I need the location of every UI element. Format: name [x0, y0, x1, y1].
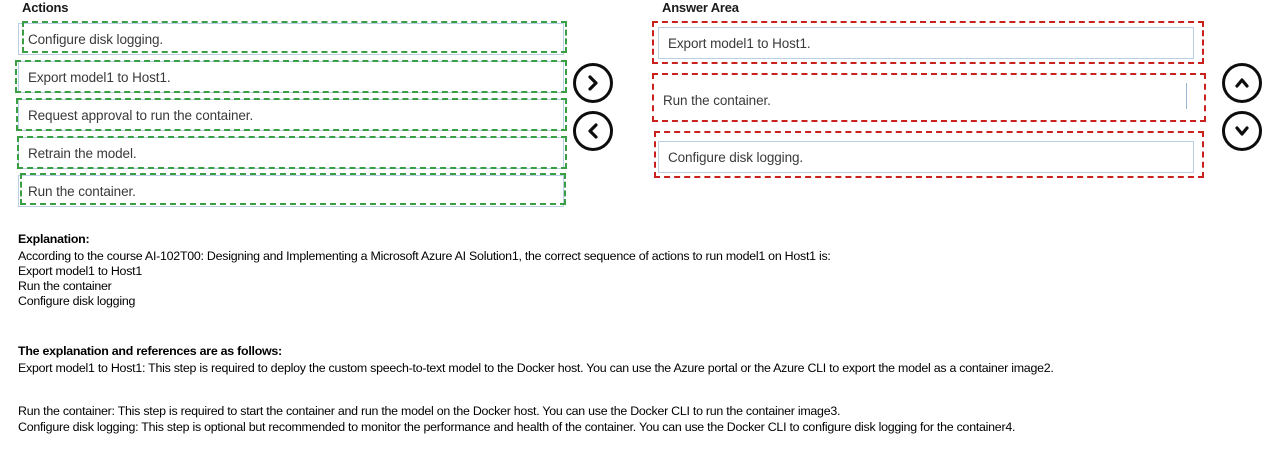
chevron-down-icon — [1235, 126, 1249, 136]
chevron-up-icon — [1235, 78, 1249, 88]
answer-item-label: Export model1 to Host1. — [668, 35, 811, 51]
move-up-button[interactable] — [1222, 63, 1262, 103]
text-cursor-caret — [1186, 83, 1187, 109]
actions-column-header: Actions — [22, 0, 69, 15]
explanation-intro: According to the course AI-102T00: Desig… — [18, 249, 831, 263]
references-heading: The explanation and references are as fo… — [18, 344, 282, 358]
action-item-label: Run the container. — [28, 183, 136, 199]
action-item-run-container[interactable]: Run the container. — [18, 175, 564, 207]
move-right-button[interactable] — [573, 63, 613, 103]
action-item-label: Configure disk logging. — [28, 31, 164, 47]
answer-item-export-model1[interactable]: Export model1 to Host1. — [658, 27, 1194, 59]
chevron-right-icon — [588, 75, 598, 91]
answer-item-run-container[interactable]: Run the container. — [658, 84, 1194, 116]
action-item-label: Request approval to run the container. — [28, 107, 254, 123]
explanation-sequence-step-3: Configure disk logging — [18, 294, 136, 308]
answer-area-column-header: Answer Area — [662, 0, 739, 15]
reference-item-configure: Configure disk logging: This step is opt… — [18, 420, 1016, 434]
action-item-export-model1[interactable]: Export model1 to Host1. — [18, 61, 564, 93]
answer-item-label: Configure disk logging. — [668, 149, 804, 165]
action-item-label: Retrain the model. — [28, 145, 137, 161]
action-item-label: Export model1 to Host1. — [28, 69, 171, 85]
answer-item-configure-disk-logging[interactable]: Configure disk logging. — [658, 141, 1194, 173]
chevron-left-icon — [588, 123, 598, 139]
answer-item-label: Run the container. — [663, 92, 771, 108]
reference-item-export: Export model1 to Host1: This step is req… — [18, 361, 1054, 375]
explanation-sequence-step-2: Run the container — [18, 279, 112, 293]
move-left-button[interactable] — [573, 111, 613, 151]
move-down-button[interactable] — [1222, 111, 1262, 151]
action-item-retrain-model[interactable]: Retrain the model. — [18, 137, 564, 169]
explanation-sequence-step-1: Export model1 to Host1 — [18, 264, 142, 278]
action-item-request-approval[interactable]: Request approval to run the container. — [18, 99, 564, 131]
action-item-configure-disk-logging[interactable]: Configure disk logging. — [18, 23, 564, 55]
reference-item-run: Run the container: This step is required… — [18, 404, 841, 418]
explanation-heading: Explanation: — [18, 232, 90, 246]
